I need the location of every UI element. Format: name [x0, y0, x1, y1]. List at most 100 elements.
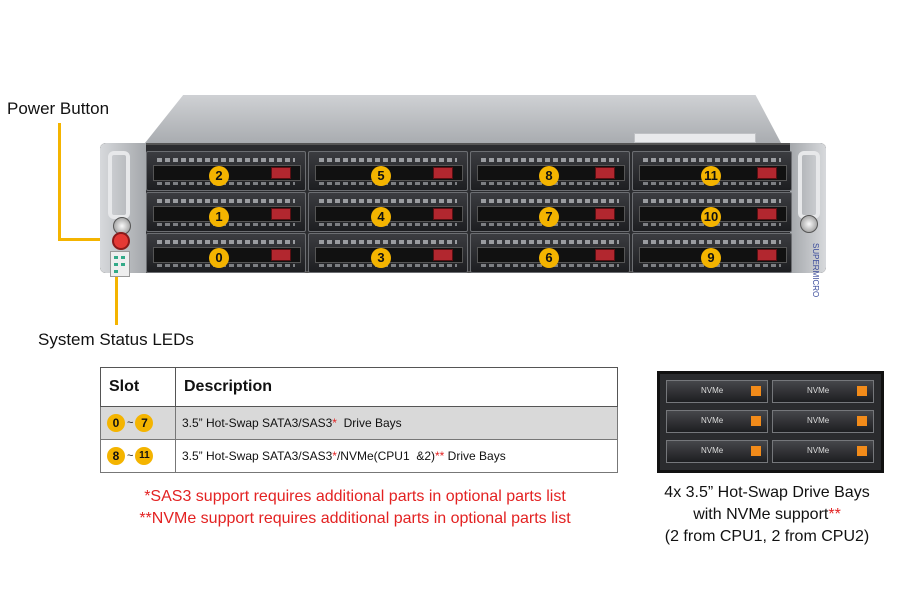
left-handle[interactable]	[108, 151, 130, 219]
drive-bay[interactable]: 11	[632, 151, 792, 191]
description-cell: 3.5” Hot-Swap SATA3/SAS3* Drive Bays	[175, 406, 618, 440]
nvme-caption-mark: **	[828, 506, 841, 523]
bay-latch[interactable]	[271, 249, 291, 261]
bay-number-badge: 0	[209, 248, 229, 268]
bay-number-badge: 8	[539, 166, 559, 186]
status-led	[121, 263, 125, 266]
table-row: 0 ~ 7 3.5” Hot-Swap SATA3/SAS3* Drive Ba…	[100, 406, 618, 440]
bay-number-badge: 4	[371, 207, 391, 227]
table-row: 8 ~ 11 3.5” Hot-Swap SATA3/SAS3*/NVMe(CP…	[100, 439, 618, 473]
status-led	[114, 263, 118, 266]
drive-bay[interactable]: 6	[470, 233, 630, 273]
bay-latch[interactable]	[595, 249, 615, 261]
nvme-latch	[751, 386, 761, 396]
power-button-callout: Power Button	[7, 99, 110, 118]
status-led	[114, 270, 118, 273]
bay-latch[interactable]	[271, 167, 291, 179]
right-handle[interactable]	[798, 151, 820, 219]
range-tilde: ~	[127, 417, 134, 429]
drive-bay[interactable]: 8	[470, 151, 630, 191]
bay-latch[interactable]	[595, 167, 615, 179]
status-led	[114, 256, 118, 259]
nvme-latch	[857, 386, 867, 396]
bay-number-badge: 11	[701, 166, 721, 186]
description-tail: Drive Bays	[336, 416, 402, 430]
drive-bay-table: Slot Description 0 ~ 7 3.5” Hot-Swap SAT…	[100, 367, 618, 473]
leds-leader	[115, 260, 118, 325]
bay-latch[interactable]	[433, 249, 453, 261]
bay-latch[interactable]	[595, 208, 615, 220]
bay-number-badge: 9	[701, 248, 721, 268]
nvme-bay-label: NVMe	[701, 416, 724, 425]
drive-bay[interactable]: 1	[146, 192, 306, 232]
bay-number-badge: 5	[371, 166, 391, 186]
bay-number-badge: 6	[539, 248, 559, 268]
nvme-drive-bay: NVMe	[772, 440, 874, 463]
nvme-latch	[751, 446, 761, 456]
drive-bay[interactable]: 2	[146, 151, 306, 191]
bay-latch[interactable]	[433, 167, 453, 179]
nvme-latch	[857, 416, 867, 426]
description-text: 3.5” Hot-Swap SATA3/SAS3	[182, 416, 333, 430]
power-leader-horizontal	[58, 238, 114, 241]
lock-key-icon	[800, 215, 818, 233]
slot-cell: 0 ~ 7	[100, 406, 176, 440]
range-tilde: ~	[127, 450, 134, 462]
bay-latch[interactable]	[757, 249, 777, 261]
nvme-bay-label: NVMe	[701, 386, 724, 395]
bay-number-badge: 3	[371, 248, 391, 268]
power-button[interactable]	[112, 232, 130, 250]
drive-bay[interactable]: 7	[470, 192, 630, 232]
nvme-footnote-mark: **	[435, 449, 445, 463]
status-led	[121, 256, 125, 259]
server-chassis: SUPERMICRO 2 5 8 11 1 4 7 10 0 3 6 9	[100, 95, 826, 297]
sas3-footnote-mark: *	[332, 449, 337, 463]
status-leds-callout: System Status LEDs	[38, 330, 194, 349]
brand-logo: SUPERMICRO	[811, 243, 820, 298]
power-leader-vertical	[58, 123, 61, 241]
description-cell: 3.5” Hot-Swap SATA3/SAS3*/NVMe(CPU1 &2)*…	[175, 439, 618, 473]
nvme-caption-line1: 4x 3.5” Hot-Swap Drive Bays	[664, 484, 870, 501]
bay-latch[interactable]	[757, 208, 777, 220]
nvme-latch	[857, 446, 867, 456]
drive-bay[interactable]: 3	[308, 233, 468, 273]
footnote-sas3: *SAS3 support requires additional parts …	[144, 488, 566, 505]
bay-latch[interactable]	[757, 167, 777, 179]
slot-cell: 8 ~ 11	[100, 439, 176, 473]
column-header-description: Description	[175, 367, 618, 407]
drive-bay[interactable]: 5	[308, 151, 468, 191]
chassis-label	[634, 133, 756, 143]
drive-bay[interactable]: 0	[146, 233, 306, 273]
nvme-caption-line3: (2 from CPU1, 2 from CPU2)	[664, 528, 870, 545]
nvme-drive-bay: NVMe	[666, 410, 768, 433]
bay-number-badge: 1	[209, 207, 229, 227]
drive-bay[interactable]: 4	[308, 192, 468, 232]
bay-latch[interactable]	[271, 208, 291, 220]
footnote-nvme: **NVMe support requires additional parts…	[139, 510, 571, 527]
bay-number-badge: 10	[701, 207, 721, 227]
nvme-drive-bay: NVMe	[772, 410, 874, 433]
drive-bay[interactable]: 9	[632, 233, 792, 273]
nvme-bays-closeup: NVMe NVMe NVMe NVMe NVMe NVMe	[657, 371, 884, 473]
bay-number-badge: 7	[539, 207, 559, 227]
slot-badge-from: 8	[107, 447, 125, 465]
description-tail: Drive Bays	[444, 449, 506, 463]
description-text: 3.5” Hot-Swap SATA3/SAS3	[182, 449, 333, 463]
nvme-bay-label: NVMe	[807, 446, 830, 455]
nvme-bay-label: NVMe	[807, 416, 830, 425]
drive-bay[interactable]: 10	[632, 192, 792, 232]
nvme-caption: 4x 3.5” Hot-Swap Drive Bays with NVMe su…	[632, 482, 900, 548]
footnotes: *SAS3 support requires additional parts …	[85, 486, 625, 530]
status-led-panel	[110, 251, 130, 277]
column-header-slot: Slot	[100, 367, 176, 407]
slot-badge-to: 7	[135, 414, 154, 432]
description-nvme: /NVMe(CPU1 &2)	[336, 449, 435, 463]
bay-latch[interactable]	[433, 208, 453, 220]
nvme-caption-line2: with NVMe support	[693, 506, 829, 523]
nvme-drive-bay: NVMe	[666, 440, 768, 463]
nvme-drive-bay: NVMe	[772, 380, 874, 403]
slot-badge-from: 0	[107, 414, 125, 432]
nvme-bay-label: NVMe	[807, 386, 830, 395]
right-rack-ear: SUPERMICRO	[790, 143, 826, 297]
nvme-latch	[751, 416, 761, 426]
